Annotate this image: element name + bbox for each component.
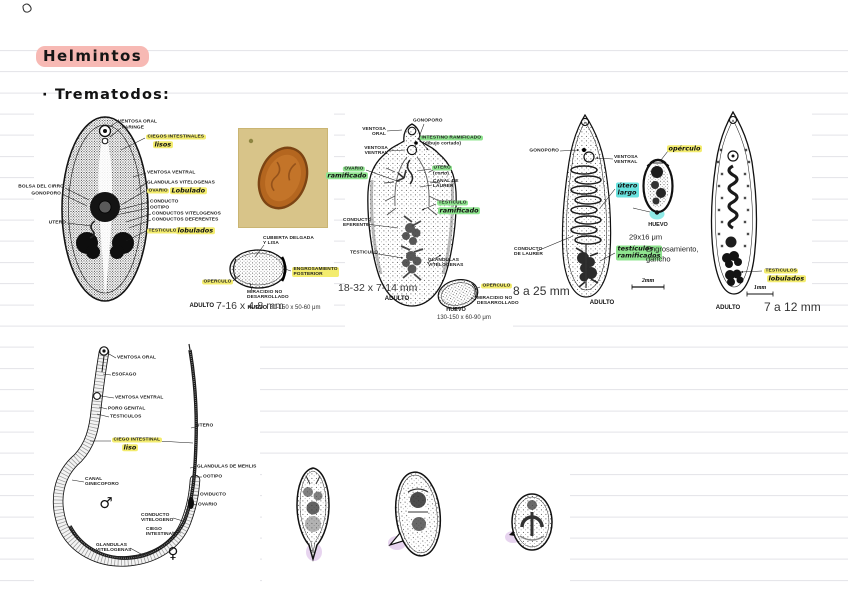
fluke4-drawing	[710, 110, 774, 297]
fluke3-drawing	[536, 113, 665, 298]
page-title: Helmintos	[36, 46, 150, 67]
egg-micrograph-photo	[238, 128, 328, 228]
schistosoma-pair-drawing	[52, 343, 202, 567]
fluke1-drawing	[61, 116, 152, 302]
schistosoma-pointer-lines	[71, 353, 202, 555]
egg3-drawing	[632, 150, 674, 220]
egg1-drawing	[229, 244, 292, 292]
fluke3-pointer-lines	[536, 149, 616, 262]
corner-ink-mark	[22, 3, 32, 13]
fluke1-pointer-lines	[61, 121, 152, 242]
schistosoma-eggs-drawing	[296, 467, 553, 562]
egg2-drawing	[437, 279, 481, 309]
section-heading-trematodos: · Trematodos:	[42, 87, 170, 103]
fluke2-pointer-lines	[365, 123, 442, 264]
